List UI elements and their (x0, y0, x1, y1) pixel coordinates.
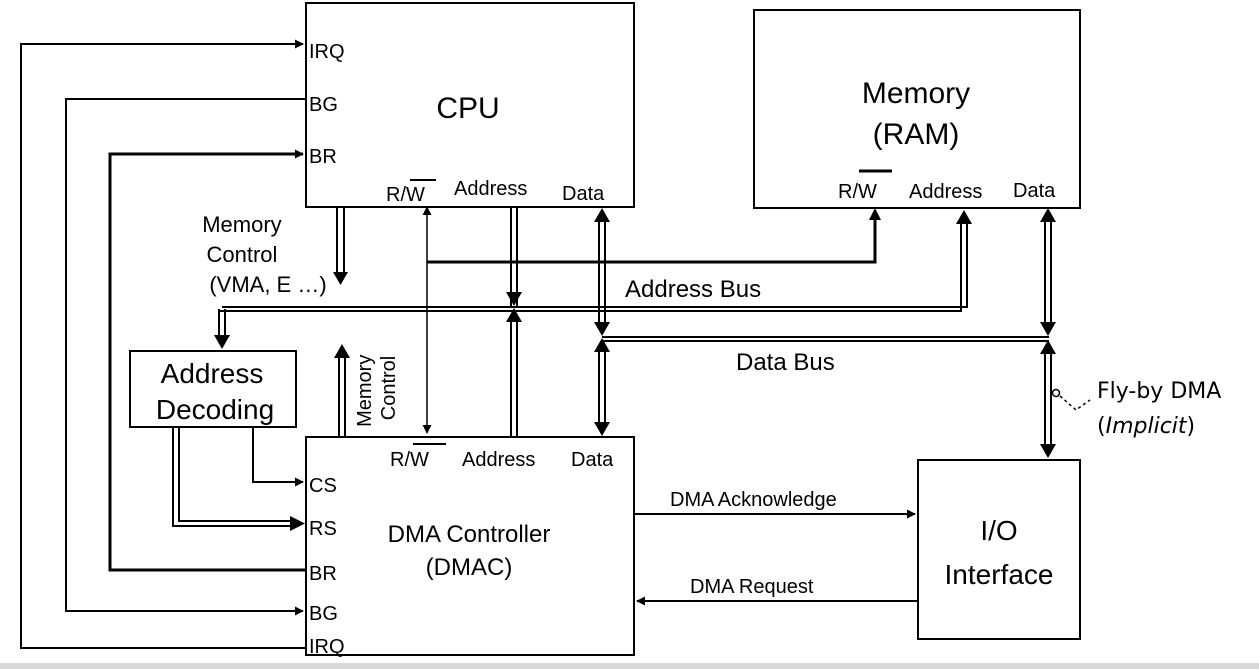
cpu-data-pin: Data (562, 183, 605, 205)
data-bus (594, 208, 1056, 458)
memory-block: Memory (RAM) R/W Address Data (753, 9, 1081, 209)
dmac-memory-control-arrow (334, 344, 350, 437)
dmac-irq-pin: IRQ (309, 636, 345, 658)
cpu-memory-control-label: Memory Control (VMA, E …) (202, 212, 326, 297)
flyby-dma-label: Fly-by DMA (1097, 379, 1221, 404)
bg-line (65, 98, 306, 616)
dmac-rs-pin: RS (309, 518, 337, 540)
bottom-strip (0, 663, 1259, 669)
cs-line (252, 427, 304, 487)
dmac-data-pin: Data (571, 449, 614, 471)
dmac-memory-control-label: Memory Control (354, 349, 400, 427)
memory-rw-pin: R/W (838, 181, 877, 203)
dmac-cs-pin: CS (309, 475, 337, 497)
cpu-memory-control-arrow (333, 207, 348, 285)
rs-line (172, 427, 305, 531)
dmac-title-line2: (DMAC) (426, 554, 513, 581)
flyby-implicit-label: (Implicit) (1097, 414, 1195, 439)
cpu-bg-pin: BG (309, 94, 338, 116)
memory-address-pin: Address (909, 181, 982, 203)
dma-request-label: DMA Request (690, 576, 814, 598)
address-bus (214, 207, 972, 437)
dmac-br-pin: BR (309, 563, 337, 585)
address-decoding-line2: Decoding (156, 394, 274, 425)
io-line2: Interface (945, 559, 1054, 590)
io-interface-block: I/O Interface (917, 459, 1081, 640)
dmac-rw-pin: R/W (390, 449, 429, 471)
dmac-block: DMA Controller (DMAC) R/W Address Data C… (305, 436, 635, 658)
cpu-title: CPU (436, 92, 499, 125)
data-bus-label: Data Bus (736, 349, 835, 376)
cpu-irq-pin: IRQ (309, 41, 345, 63)
memory-title-line1: Memory (862, 77, 970, 110)
cpu-block: CPU IRQ BG BR R/W Address Data (305, 2, 635, 208)
dmac-address-pin: Address (462, 449, 535, 471)
irq-line (20, 39, 306, 649)
cpu-address-pin: Address (454, 178, 527, 200)
address-bus-label: Address Bus (625, 276, 761, 303)
io-line1: I/O (980, 515, 1017, 546)
cpu-rw-pin: R/W (386, 184, 425, 206)
address-decoding-block: Address Decoding (129, 350, 297, 428)
memory-data-pin: Data (1013, 180, 1056, 202)
dma-acknowledge-label: DMA Acknowledge (670, 489, 837, 511)
rw-line (422, 206, 881, 434)
address-decoding-line1: Address (161, 358, 264, 389)
cpu-br-pin: BR (309, 146, 337, 168)
dmac-title-line1: DMA Controller (388, 521, 551, 548)
dmac-bg-pin: BG (309, 603, 338, 625)
memory-title-line2: (RAM) (873, 118, 960, 151)
flyby-pointer (1051, 388, 1091, 411)
br-line (108, 149, 306, 572)
